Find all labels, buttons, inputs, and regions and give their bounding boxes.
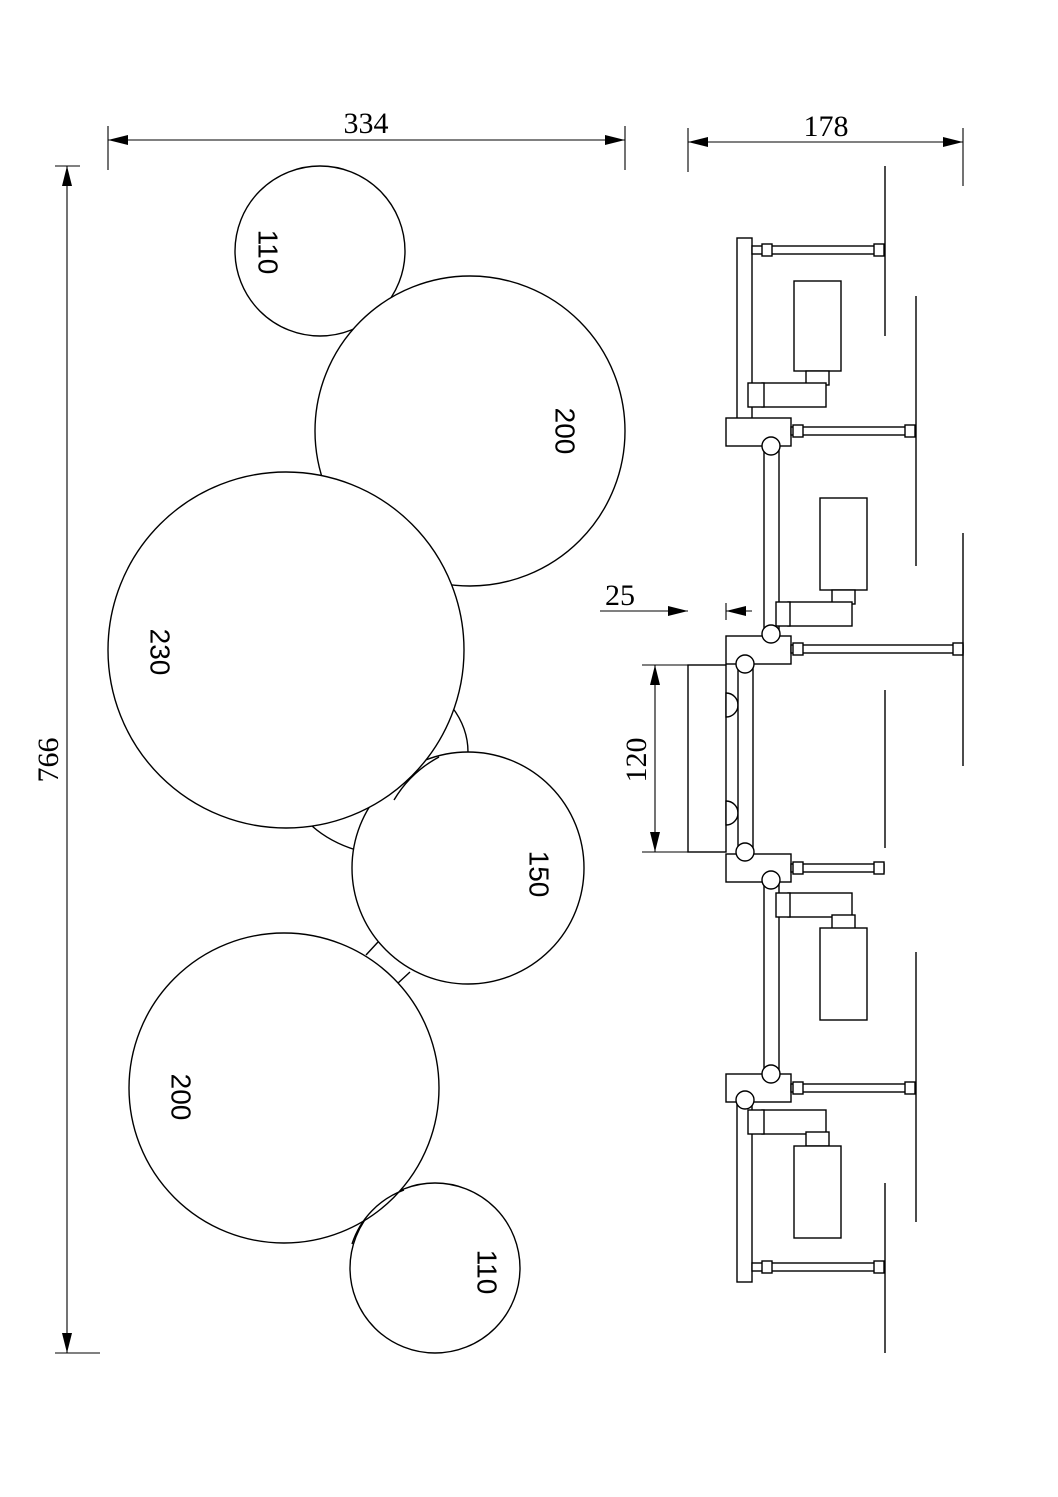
- lamp-1: [747, 280, 842, 408]
- disc-2-label: 200: [550, 408, 581, 455]
- height-dimension: 766: [32, 165, 100, 1354]
- joint-block-1: [725, 417, 792, 447]
- standoff-rods: [751, 243, 964, 1274]
- joint-knuckle-5: [761, 870, 781, 890]
- lamp-2: [775, 497, 868, 627]
- height-label: 766: [32, 738, 65, 783]
- disc-4-outline-top: [393, 756, 440, 801]
- disc-3: [107, 471, 465, 829]
- frame-link-right: [396, 971, 411, 985]
- frame-arc-upper: [451, 706, 469, 753]
- disc-6-outline-top: [351, 1189, 405, 1245]
- depth-dimension: 178: [687, 110, 964, 186]
- front-view: 334 766 110 200 230 150 200 110: [32, 107, 626, 1354]
- disc-5: [128, 932, 440, 1244]
- width-label: 334: [344, 107, 389, 140]
- frame-bar-center: [737, 659, 754, 857]
- disc-3-label: 230: [145, 629, 176, 676]
- disc-1: [234, 165, 406, 337]
- joint-knuckle-2: [761, 624, 781, 644]
- offset-dimension: 25: [600, 579, 752, 620]
- joint-knuckle-3: [735, 654, 755, 674]
- mount-height-label: 120: [620, 738, 653, 783]
- disc-4: [351, 751, 585, 985]
- wall-mount-plate: [687, 664, 727, 853]
- offset-label: 25: [605, 579, 635, 612]
- side-view: 178 25 120: [600, 110, 964, 1353]
- mount-screw-bottom: [725, 800, 739, 826]
- disc-4-label: 150: [524, 851, 555, 898]
- depth-label: 178: [804, 110, 849, 143]
- disc-1-label: 110: [253, 230, 284, 275]
- joint-knuckle-1: [761, 436, 781, 456]
- disc-6-label: 110: [472, 1250, 503, 1295]
- frame-arc-lower: [311, 825, 357, 851]
- joint-knuckle-6: [761, 1064, 781, 1084]
- frame-link-left: [365, 941, 379, 956]
- joint-knuckle-4: [735, 842, 755, 862]
- mount-height-dimension: 120: [620, 664, 688, 853]
- disc-edges: [884, 166, 964, 1353]
- joint-block-2: [725, 635, 792, 665]
- mount-screw-top: [725, 692, 739, 718]
- disc-5-label: 200: [166, 1074, 197, 1121]
- lamp-4: [747, 1109, 842, 1239]
- joint-block-3: [725, 853, 792, 883]
- joint-knuckle-7: [735, 1090, 755, 1110]
- width-dimension: 334: [107, 107, 626, 170]
- lamp-3: [775, 892, 868, 1021]
- disc-6: [349, 1182, 521, 1354]
